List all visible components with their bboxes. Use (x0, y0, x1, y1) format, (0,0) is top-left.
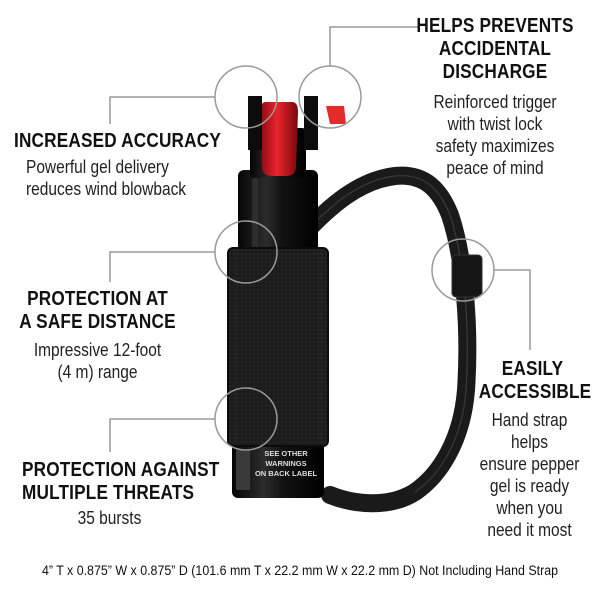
feature-distance-title: PROTECTION AT A SAFE DISTANCE (19, 288, 176, 333)
strap-keeper (451, 254, 483, 298)
canister-top (238, 170, 318, 255)
callout-line-discharge (329, 26, 420, 66)
canister-base (232, 440, 324, 498)
product-label-line-1: SEE OTHER (264, 449, 308, 458)
feature-distance-body: Impressive 12-foot (4 m) range (33, 340, 162, 382)
feature-accuracy-body: Powerful gel delivery reduces wind blowb… (26, 157, 187, 199)
product-label-line-2: WARNINGS (265, 459, 306, 468)
feature-accessible-title: EASILY ACCESSIBLE (478, 358, 592, 403)
feature-threats-body: 35 bursts (77, 508, 142, 528)
callout-circle-accuracy (214, 65, 278, 129)
red-safety-tab (326, 106, 346, 124)
feature-accuracy-title: INCREASED ACCURACY (14, 130, 221, 152)
callout-line-distance (109, 251, 215, 282)
feature-accessible-body: Hand strap helps ensure pepper gel is re… (479, 410, 580, 540)
feature-discharge-body: Reinforced trigger with twist lock safet… (433, 92, 557, 178)
feature-threats-title: PROTECTION AGAINST MULTIPLE THREATS (22, 459, 220, 504)
callout-line-accessible (494, 269, 531, 350)
product-label-line-3: ON BACK LABEL (255, 469, 317, 478)
dimensions-footer: 4” T x 0.875” W x 0.875” D (101.6 mm T x… (41, 563, 559, 578)
red-actuator-cap (260, 102, 298, 176)
callout-line-accuracy (109, 96, 215, 124)
feature-discharge-title: HELPS PREVENTS ACCIDENTAL DISCHARGE (416, 15, 574, 83)
callout-line-threats (109, 418, 215, 452)
mesh-sleeve (228, 248, 328, 446)
